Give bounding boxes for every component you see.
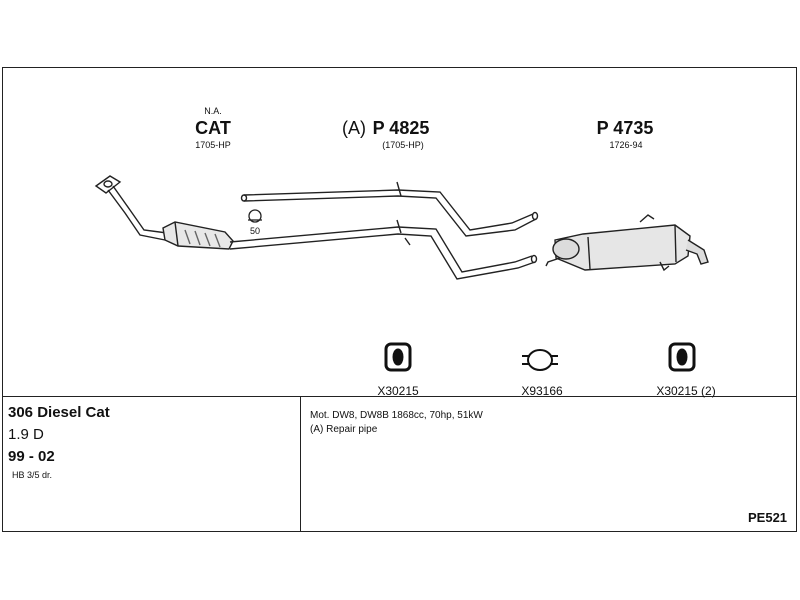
vehicle-engine: 1.9 D (8, 426, 44, 443)
diagram-frame (2, 67, 797, 532)
pipe-tag: (A) (342, 118, 366, 138)
pipe-clamp-icon (522, 349, 558, 371)
vehicle-model: 306 Diesel Cat (8, 404, 110, 421)
rear-code: P 4735 (596, 118, 654, 138)
repair-note: (A) Repair pipe (310, 424, 378, 435)
cat-ref: 1705-HP (195, 140, 231, 150)
fitting-right-label: X30215 (2) (656, 384, 716, 398)
fitting-left-label: X30215 (377, 384, 419, 398)
clamp-size: 50 (249, 226, 260, 236)
vehicle-body: HB 3/5 dr. (12, 470, 53, 480)
cat-prefix: N.A. (204, 106, 222, 116)
rubber-mount-right-icon (668, 342, 696, 372)
fitting-middle-label: X93166 (521, 384, 563, 398)
engine-note: Mot. DW8, DW8B 1868cc, 70hp, 51kW (310, 410, 483, 421)
rubber-mount-left-icon (384, 342, 412, 372)
divider-horizontal (2, 396, 797, 397)
diagram-code: PE521 (748, 510, 788, 525)
intermediate-pipe-upper (240, 181, 539, 237)
cat-code: CAT (195, 118, 231, 138)
catalytic-converter (162, 221, 234, 250)
intermediate-pipe-lower (229, 219, 538, 280)
clamp-50 (248, 209, 262, 223)
rear-silencer (545, 214, 709, 272)
front-downpipe (107, 185, 168, 241)
divider-vertical (300, 396, 301, 532)
front-pipe-flange (94, 175, 122, 194)
vehicle-years: 99 - 02 (8, 448, 55, 465)
pipe-ref: (1705-HP) (382, 140, 424, 150)
pipe-code: P 4825 (372, 118, 430, 138)
rear-ref: 1726-94 (609, 140, 643, 150)
